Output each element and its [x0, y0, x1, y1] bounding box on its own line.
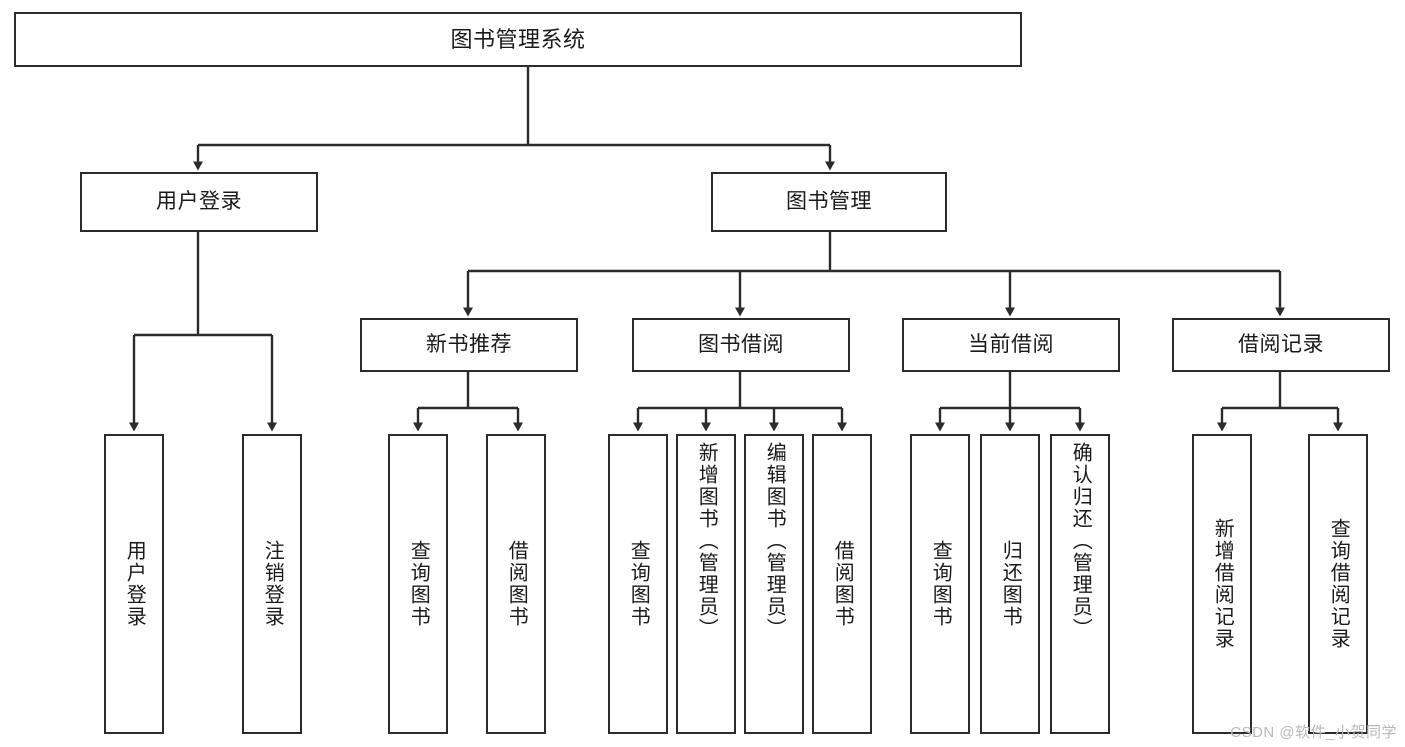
- node-label: 借阅记录: [1238, 332, 1324, 356]
- node-label: 新书推荐: [426, 332, 512, 356]
- node-leaf-borrow-book-1[interactable]: 借阅图书: [486, 434, 546, 734]
- node-leaf-logout-login[interactable]: 注销登录: [242, 434, 302, 734]
- node-label: 当前借阅: [968, 332, 1054, 356]
- node-book-borrow[interactable]: 图书借阅: [632, 318, 850, 372]
- node-leaf-borrow-book-2[interactable]: 借阅图书: [812, 434, 872, 734]
- node-label: 图书管理: [786, 189, 872, 213]
- node-label: 确认归还（管理员）: [1069, 442, 1092, 640]
- node-current-borrow[interactable]: 当前借阅: [902, 318, 1120, 372]
- node-leaf-confirm-return-admin[interactable]: 确认归还（管理员）: [1050, 434, 1110, 734]
- node-label: 图书借阅: [698, 332, 784, 356]
- node-leaf-query-book-2[interactable]: 查询图书: [608, 434, 668, 734]
- node-label: 查询图书: [627, 540, 650, 628]
- node-user-login[interactable]: 用户登录: [80, 172, 318, 232]
- node-label: 借阅图书: [505, 540, 528, 628]
- node-new-book-recommend[interactable]: 新书推荐: [360, 318, 578, 372]
- node-label: 注销登录: [261, 540, 284, 628]
- node-label: 查询图书: [929, 540, 952, 628]
- node-leaf-return-book[interactable]: 归还图书: [980, 434, 1040, 734]
- node-label: 编辑图书（管理员）: [763, 442, 786, 640]
- node-label: 借阅图书: [831, 540, 854, 628]
- node-leaf-user-login[interactable]: 用户登录: [104, 434, 164, 734]
- node-book-management-system[interactable]: 图书管理系统: [14, 12, 1022, 67]
- node-book-management[interactable]: 图书管理: [711, 172, 947, 232]
- node-label: 查询借阅记录: [1327, 518, 1350, 650]
- node-label: 用户登录: [156, 189, 242, 213]
- node-leaf-edit-book-admin[interactable]: 编辑图书（管理员）: [744, 434, 804, 734]
- node-label: 新增借阅记录: [1211, 518, 1234, 650]
- node-label: 新增图书（管理员）: [695, 442, 718, 640]
- node-label: 图书管理系统: [450, 26, 586, 52]
- node-label: 查询图书: [407, 540, 430, 628]
- node-leaf-query-borrow-record[interactable]: 查询借阅记录: [1308, 434, 1368, 734]
- watermark-text: CSDN @软件_小贺同学: [1230, 724, 1397, 741]
- node-label: 归还图书: [999, 540, 1022, 628]
- node-label: 用户登录: [123, 540, 146, 628]
- node-leaf-add-book-admin[interactable]: 新增图书（管理员）: [676, 434, 736, 734]
- node-leaf-add-borrow-record[interactable]: 新增借阅记录: [1192, 434, 1252, 734]
- node-leaf-query-book-3[interactable]: 查询图书: [910, 434, 970, 734]
- node-borrow-record[interactable]: 借阅记录: [1172, 318, 1390, 372]
- node-leaf-query-book-1[interactable]: 查询图书: [388, 434, 448, 734]
